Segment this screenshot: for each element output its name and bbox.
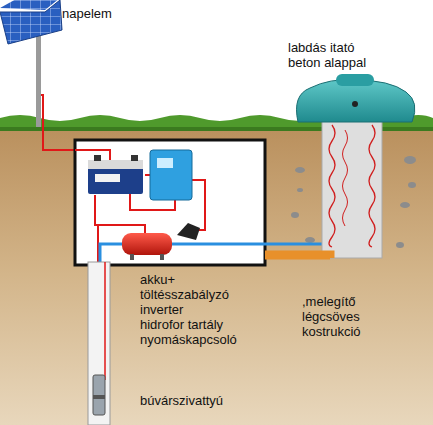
label-text: ,melegítő légcsöves kostrukció [302, 294, 392, 339]
label-text: inverter [140, 302, 270, 317]
label-text: hidrofor tartály [140, 317, 270, 332]
label-text: napelem [62, 6, 142, 21]
label-text: akku+ [140, 272, 270, 287]
label-text: töltésszabályzó [140, 287, 270, 302]
label-text: búvárszivattyú [140, 393, 270, 408]
label-text: nyomáskapcsoló [140, 332, 270, 347]
label-text: labdás itató beton alappal [288, 40, 388, 70]
